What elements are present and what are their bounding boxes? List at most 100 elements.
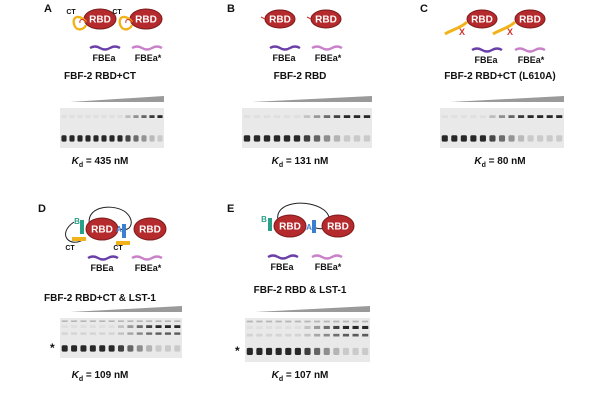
fbea-label: FBEa <box>474 55 498 65</box>
gel-band-free <box>136 345 143 352</box>
gel-band-bound <box>333 325 340 329</box>
gel-band-free <box>164 345 171 352</box>
kd-value: Kd = 109 nM <box>71 370 129 383</box>
gel-band-free <box>125 135 131 142</box>
empty-panel <box>400 200 600 400</box>
gel-band-lst <box>108 332 115 335</box>
gel-band-bound <box>460 115 467 118</box>
gel-band-free <box>479 135 486 142</box>
gel-band-free <box>323 347 330 355</box>
gel-band-bound <box>304 325 311 329</box>
gel-band-lst <box>127 332 134 335</box>
gel-band-bound <box>537 115 544 118</box>
fbea-star-label: FBEa* <box>315 262 342 272</box>
gel-band-free <box>451 135 458 142</box>
gel-band-free <box>71 345 78 352</box>
gel-band-bound <box>174 325 181 328</box>
fbea-rna <box>89 45 121 51</box>
gel-band-bound <box>323 325 330 329</box>
site-a-marker <box>312 220 316 233</box>
gel-band-free <box>323 135 331 142</box>
gel-band-free <box>256 347 263 355</box>
gel-band-free <box>546 135 553 142</box>
gel-band-free <box>93 135 99 142</box>
n-terminus <box>260 16 266 20</box>
gel-well <box>61 320 68 322</box>
fbea-label: FBEa <box>270 262 294 272</box>
gel-band-bound <box>80 325 87 328</box>
gel-band-bound <box>99 325 106 328</box>
gel-band-free <box>89 345 96 352</box>
site-a-label: A <box>306 223 312 232</box>
gel-well <box>275 320 282 323</box>
panel-letter: A <box>44 3 52 15</box>
gel-band-bound <box>508 115 515 118</box>
gel-band-free <box>303 135 311 142</box>
site-b-label: B <box>261 215 267 224</box>
gel-band-lst <box>256 333 263 337</box>
gel-band-bound <box>146 325 153 328</box>
gel-well <box>342 320 350 323</box>
gel-band-bound <box>470 115 477 118</box>
gel-well <box>323 320 330 323</box>
gel-band-free <box>283 135 291 142</box>
gel-band-free <box>149 135 155 142</box>
gel-band-free <box>441 135 448 142</box>
gel-band-bound <box>109 115 115 118</box>
gel-band-bound <box>352 325 359 329</box>
rbd-domain <box>133 217 167 241</box>
kd-value: Kd = 131 nM <box>271 156 329 169</box>
gel-band-lst <box>80 332 87 335</box>
gel-band-free <box>293 135 301 142</box>
gel-band-bound <box>256 325 263 329</box>
panel-title: FBF-2 RBD & LST-1 <box>253 285 347 296</box>
gel-band-lst <box>71 332 78 335</box>
gel-background <box>245 318 370 362</box>
gel-band-bound <box>333 115 341 118</box>
gel-well <box>285 320 292 323</box>
panel-title: FBF-2 RBD <box>273 71 327 82</box>
gel-band-free <box>352 347 359 355</box>
gel-band-free <box>127 345 134 352</box>
gel-band-free <box>108 345 115 352</box>
gel-band-bound <box>136 325 143 328</box>
gel-band-lst <box>333 333 340 337</box>
rbd-label: RBD <box>519 15 541 26</box>
star-marker: * <box>235 344 240 358</box>
fbea-star-label: FBEa* <box>135 53 162 63</box>
gel-band-free <box>263 135 271 142</box>
gel-band-lst <box>285 333 292 337</box>
site-b-marker <box>268 218 272 231</box>
gel-band-bound <box>69 115 75 118</box>
gel-band-lst <box>146 332 153 335</box>
gel-band-free <box>265 347 273 355</box>
kd-value: Kd = 80 nM <box>474 156 526 169</box>
gel-band-bound <box>489 115 496 118</box>
gel-well <box>314 320 321 323</box>
rbd-label: RBD <box>89 15 111 26</box>
rbd-label: RBD <box>91 225 113 236</box>
fbea-label: FBEa <box>90 263 114 273</box>
gel-band-free <box>498 135 506 142</box>
fbea-star-rna <box>311 254 343 260</box>
gel-band-bound <box>89 325 96 328</box>
gel-band-bound <box>133 115 139 118</box>
titration-wedge <box>255 306 370 312</box>
gel-band-bound <box>117 325 125 328</box>
gel-band-free <box>362 347 369 355</box>
gel-band-free <box>333 135 341 142</box>
ct-linker <box>79 19 87 24</box>
gel-band-free <box>304 347 311 355</box>
panel-letter: C <box>420 3 428 15</box>
gel-band-lst <box>265 333 273 337</box>
titration-wedge <box>450 96 564 102</box>
gel-band-free <box>285 347 292 355</box>
gel-background <box>60 318 182 358</box>
gel-well <box>256 320 263 323</box>
gel-band-free <box>537 135 544 142</box>
site-b-label: B <box>74 217 80 226</box>
rbd-label: RBD <box>471 15 493 26</box>
